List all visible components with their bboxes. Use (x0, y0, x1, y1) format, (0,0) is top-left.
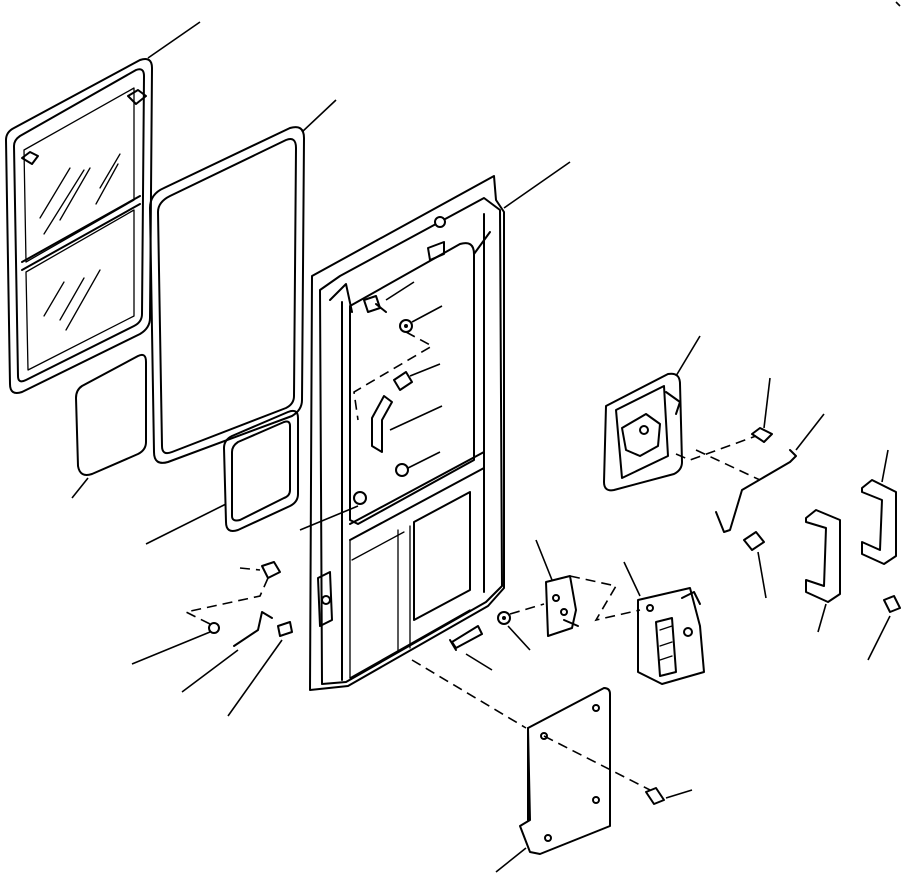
leader-line (385, 281, 415, 301)
clip (371, 371, 413, 453)
leader-line (665, 789, 693, 799)
bolt (363, 295, 387, 313)
latch-plate (545, 575, 579, 637)
leader-line (411, 305, 443, 323)
leader-line (757, 551, 767, 599)
leader-line (301, 99, 337, 133)
leader-line (71, 477, 89, 499)
leader-line (817, 603, 827, 633)
leader-line (495, 847, 527, 873)
bolt (449, 625, 483, 651)
dashed-guide (183, 567, 269, 625)
leader-line (299, 505, 359, 531)
bracket (805, 509, 841, 603)
leader-line (867, 615, 891, 661)
leader-line (623, 561, 641, 597)
rod (715, 449, 797, 533)
rod (233, 611, 273, 647)
leader-line (763, 377, 771, 429)
leader-line (795, 413, 825, 451)
washer (399, 319, 413, 333)
bolt (277, 621, 293, 637)
nut (497, 611, 511, 625)
window-seal (149, 126, 305, 464)
bolt (645, 787, 665, 805)
leader-line (147, 21, 201, 59)
cover-plate (519, 687, 611, 855)
washer (751, 427, 773, 443)
door-frame (309, 175, 505, 691)
latch-lock (637, 587, 705, 685)
leader-line (227, 639, 283, 717)
leader-line (503, 161, 571, 209)
glass-window-assembly (5, 58, 153, 394)
leader-line (895, 1, 901, 7)
dashed-guide (509, 575, 641, 622)
bracket (861, 479, 897, 565)
bolt (883, 595, 901, 613)
leader-line (675, 335, 701, 377)
leader-line (409, 363, 441, 377)
leader-line (881, 449, 889, 483)
dashed-guide (675, 435, 761, 481)
leader-line (535, 539, 553, 581)
clip (261, 561, 281, 579)
leader-line (131, 631, 211, 665)
small-window-seal (223, 409, 299, 532)
dashed-guide (353, 331, 434, 421)
small-glass-panel (75, 353, 147, 476)
nut (353, 491, 367, 505)
leader-line (407, 451, 441, 469)
door-handle-assembly (603, 372, 683, 492)
leader-line (389, 405, 443, 431)
leader-line (145, 503, 227, 545)
leader-line (507, 625, 531, 651)
leader-line (465, 653, 493, 671)
clip (743, 531, 765, 551)
washer (208, 622, 220, 634)
leader-line (181, 649, 239, 693)
dashed-guide (411, 659, 651, 791)
nut (395, 463, 409, 477)
